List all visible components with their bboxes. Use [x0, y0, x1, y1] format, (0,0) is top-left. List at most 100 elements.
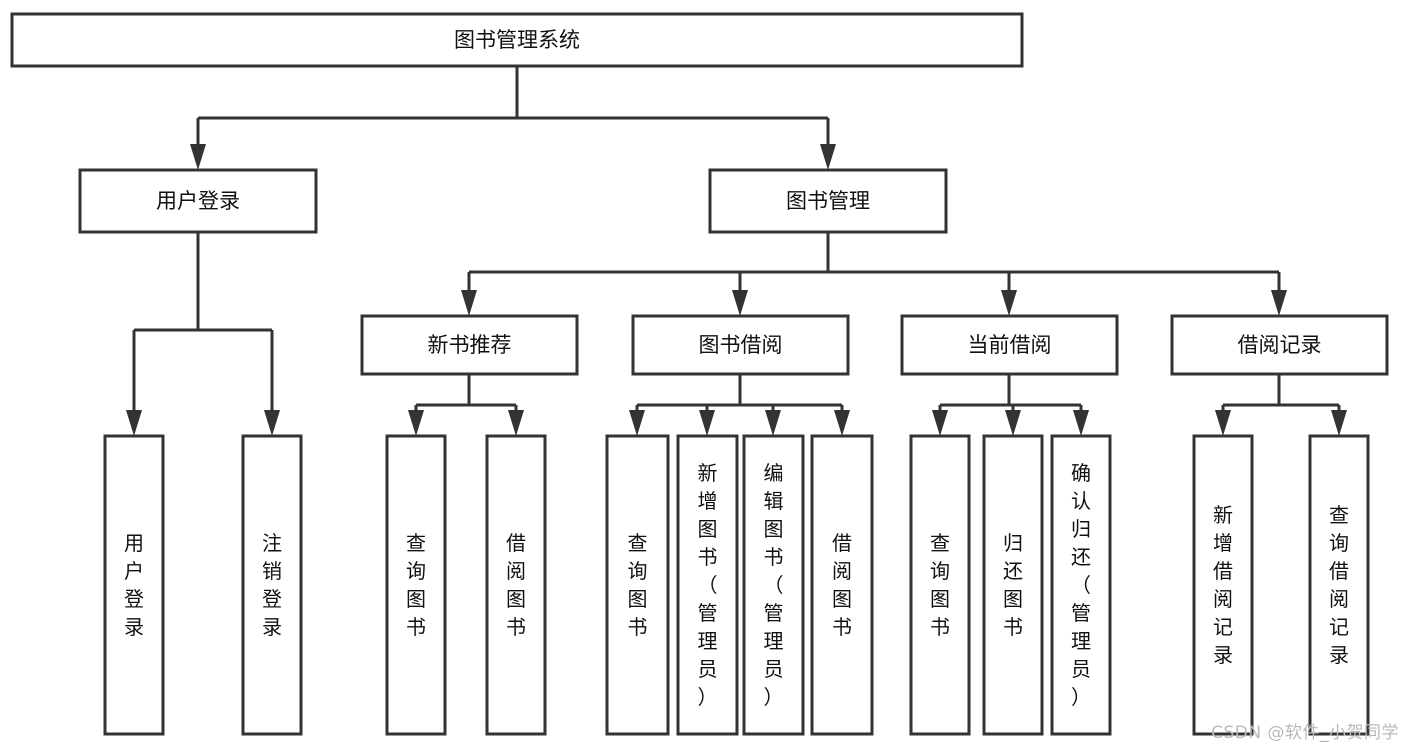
leaf-label-char: 编 [764, 461, 784, 485]
leaf-label-char: （ [1071, 573, 1091, 597]
leaf-label-char: 阅 [832, 559, 852, 583]
leaf-label-char: 销 [262, 559, 282, 583]
connector-current-to-leaves [932, 374, 1089, 436]
leaf-label-char: 记 [1213, 615, 1233, 639]
csdn-watermark: CSDN @软件_小贺同学 [1211, 723, 1399, 743]
leaf-label-char: 图 [832, 587, 852, 611]
leaf-label-char: 录 [1329, 643, 1349, 667]
leaf-label-char: 新 [1213, 503, 1233, 527]
leaf-label-char: 还 [1071, 545, 1091, 569]
leaf-label-char: 借 [1213, 559, 1233, 583]
leaf-label-char: 认 [1071, 489, 1091, 513]
node-label: 图书管理 [786, 189, 870, 213]
connector-newbooks-to-leaves [408, 374, 524, 436]
leaf-label-char: 借 [506, 531, 526, 555]
connector-userlogin-to-leaves [126, 232, 280, 436]
leaf-label-char: 员 [764, 657, 784, 681]
node-label: 用户登录 [156, 189, 240, 213]
level3-node-2[interactable]: 当前借阅 [900, 314, 1119, 376]
leaf-label-char: 查 [628, 531, 648, 555]
leaf-label-char: 书 [832, 615, 852, 639]
connector-borrow-to-leaves [629, 374, 850, 436]
leaf-label-char: 借 [1329, 559, 1349, 583]
leaf-label-char: 询 [930, 559, 950, 583]
node-label: 图书借阅 [699, 333, 783, 357]
leaf-label-char: 录 [124, 615, 144, 639]
leaf-label-char: 图 [628, 587, 648, 611]
level3-node-1[interactable]: 图书借阅 [631, 314, 850, 376]
leaf-node-0[interactable]: 用户登录 [103, 434, 165, 736]
leaf-label-char: 图 [1003, 587, 1023, 611]
connector-records-to-leaves [1215, 374, 1347, 436]
leaf-label-char: 图 [506, 587, 526, 611]
leaf-label-char: 书 [930, 615, 950, 639]
leaf-label-char: 询 [1329, 531, 1349, 555]
leaf-label-char: 理 [1071, 629, 1091, 653]
leaf-label-char: 记 [1329, 615, 1349, 639]
leaf-label-char: ） [698, 685, 718, 709]
leaf-label-char: 书 [1003, 615, 1023, 639]
leaf-label-char: 阅 [1213, 587, 1233, 611]
leaf-label-char: 图 [406, 587, 426, 611]
leaf-label-char: 户 [124, 559, 144, 583]
leaf-label-char: 理 [764, 629, 784, 653]
leaf-label-char: 增 [698, 489, 718, 513]
leaf-label-char: 理 [698, 629, 718, 653]
leaf-label-char: 查 [406, 531, 426, 555]
leaf-label-char: 确 [1071, 461, 1091, 485]
leaf-label-char: 查 [930, 531, 950, 555]
leaf-label-char: 登 [262, 587, 282, 611]
level3-node-3[interactable]: 借阅记录 [1170, 314, 1389, 376]
leaf-label-char: ） [1071, 685, 1091, 709]
leaf-label-char: 询 [628, 559, 648, 583]
root-node[interactable]: 图书管理系统 [10, 12, 1024, 68]
leaf-label-char: （ [764, 573, 784, 597]
level3-node-0[interactable]: 新书推荐 [360, 314, 579, 376]
leaf-label-char: 管 [698, 601, 718, 625]
leaf-label-char: 阅 [506, 559, 526, 583]
connector-root-to-level2 [190, 66, 836, 170]
leaf-label-char: （ [698, 573, 718, 597]
leaf-label-char: 辑 [764, 489, 784, 513]
leaf-label-char: 借 [832, 531, 852, 555]
leaf-label-char: 新 [698, 461, 718, 485]
node-label: 新书推荐 [428, 333, 512, 357]
level2-node-0[interactable]: 用户登录 [78, 168, 318, 234]
leaf-label-char: ） [764, 685, 784, 709]
node-label: 借阅记录 [1238, 333, 1322, 357]
leaf-label-char: 书 [698, 545, 718, 569]
leaf-label-char: 书 [406, 615, 426, 639]
leaf-label-char: 阅 [1329, 587, 1349, 611]
leaf-label-char: 查 [1329, 503, 1349, 527]
leaf-label-char: 管 [764, 601, 784, 625]
leaf-label-char: 归 [1003, 531, 1023, 555]
leaf-label-char: 图 [930, 587, 950, 611]
leaf-label-char: 员 [1071, 657, 1091, 681]
level2-node-1[interactable]: 图书管理 [708, 168, 948, 234]
leaf-label-char: 用 [124, 531, 144, 555]
leaf-label-char: 书 [506, 615, 526, 639]
leaf-label-char: 归 [1071, 517, 1091, 541]
leaf-label-char: 录 [262, 615, 282, 639]
leaf-label-char: 图 [764, 517, 784, 541]
node-label: 图书管理系统 [454, 28, 580, 52]
leaf-label-char: 书 [628, 615, 648, 639]
leaf-label-char: 录 [1213, 643, 1233, 667]
leaf-label-char: 增 [1213, 531, 1233, 555]
leaf-label-char: 员 [698, 657, 718, 681]
leaf-label-char: 询 [406, 559, 426, 583]
